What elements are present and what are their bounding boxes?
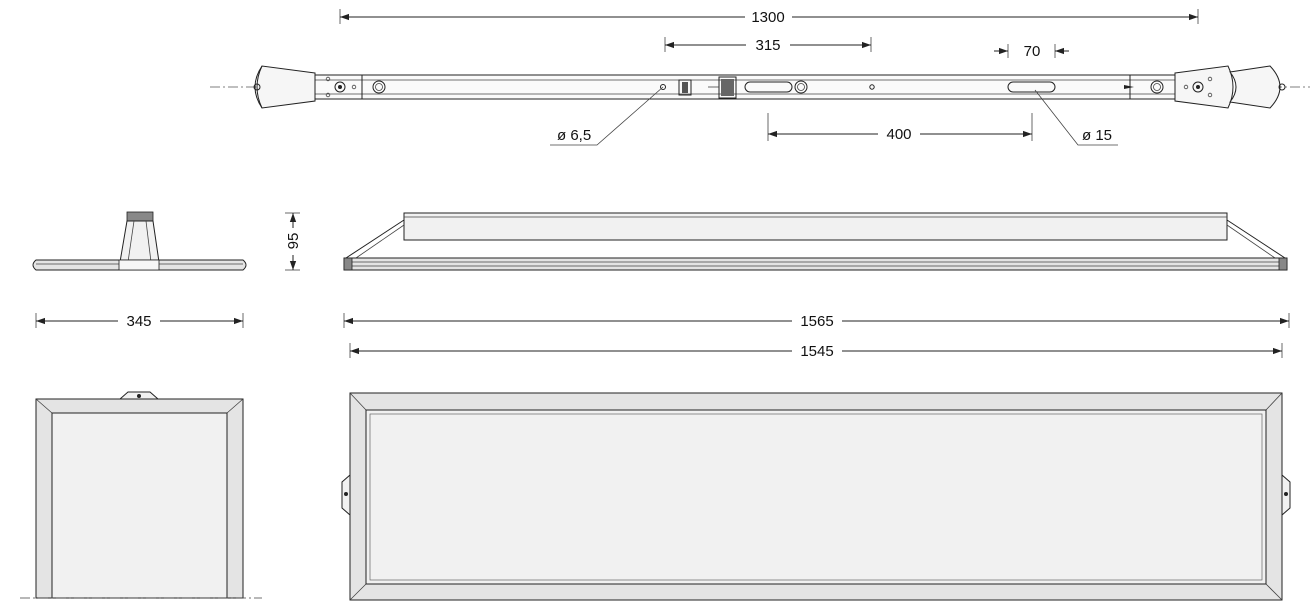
leader-hole-large: [1034, 89, 1118, 146]
mount-hole: [334, 81, 346, 93]
mount-hole: [1192, 81, 1204, 93]
top-view-mounting-rail: [210, 65, 1310, 146]
right-end-cap: [1174, 65, 1234, 109]
dimension-slot-spacing: 400: [767, 113, 1033, 143]
dimension-label: 400: [886, 126, 911, 143]
slot-center: [744, 81, 793, 93]
diffuser-panel-long: [365, 409, 1267, 585]
dimension-label: 95: [285, 233, 302, 250]
gear-housing: [403, 212, 1228, 241]
dimension-overall-suspension: 1300: [339, 9, 1199, 26]
end-cap-top: [126, 211, 154, 222]
side-view-long: [343, 212, 1288, 271]
left-end-cap: [256, 65, 316, 109]
hole-small-label: ø 6,5: [557, 127, 591, 144]
dimension-outer-length: 1565: [343, 313, 1290, 330]
hole-6-5: [660, 84, 666, 90]
terminal-block: [718, 76, 737, 99]
dimension-label: 315: [755, 37, 780, 54]
leader-hole-small: [550, 86, 664, 146]
dimension-slot-length: 70: [994, 43, 1069, 60]
dimension-label: 1565: [800, 313, 833, 330]
dimension-width: 345: [35, 313, 244, 330]
side-view-end: [32, 211, 247, 271]
mount-hole: [794, 80, 808, 94]
bottom-view-long: [341, 392, 1291, 601]
dimension-bracket-spacing: 315: [664, 37, 872, 54]
diffuser-panel: [51, 412, 228, 599]
hole-large-label: ø 15: [1082, 127, 1112, 144]
dimension-label: 345: [126, 313, 151, 330]
dimension-label: 70: [1024, 43, 1041, 60]
connector: [678, 79, 692, 96]
luminaire-frame-side: [343, 257, 1288, 271]
bottom-view-end: [20, 391, 262, 599]
dimension-label: 1545: [800, 343, 833, 360]
dimension-label: 1300: [751, 9, 784, 26]
end-housing: [119, 220, 160, 263]
mount-hole: [372, 80, 386, 94]
dimension-height: 95: [285, 212, 302, 271]
dimension-inner-length: 1545: [349, 343, 1283, 360]
mount-hole: [1150, 80, 1164, 94]
slot-right: [1007, 81, 1056, 93]
